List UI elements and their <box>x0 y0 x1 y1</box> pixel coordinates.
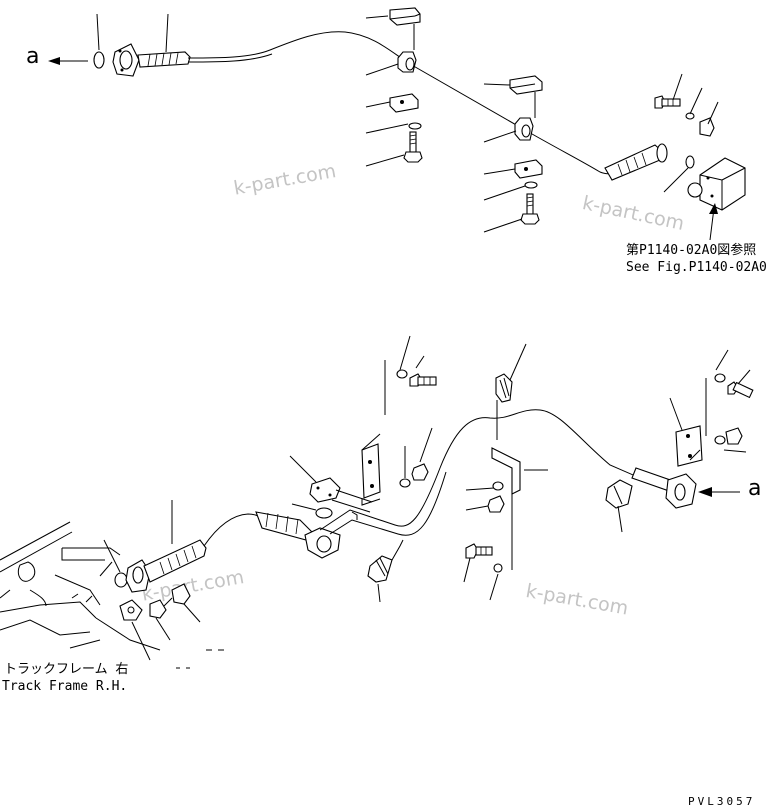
o-ring-mid <box>315 507 333 519</box>
clip-bottom-left <box>367 539 404 583</box>
hose-fitting-bottom-left <box>143 539 207 583</box>
track-frame-label-en: Track Frame R.H. <box>2 679 128 694</box>
bracket-left <box>361 360 386 506</box>
figure-note-en: See Fig.P1140-02A0 <box>626 260 767 275</box>
track-frame-label-jp: トラックフレーム 右 <box>4 662 129 677</box>
hose-fitting-bottom-mid <box>255 511 341 559</box>
clamp-top-1 <box>389 7 422 130</box>
clamp-top-2 <box>509 75 543 189</box>
leader-lines-bottom <box>103 335 751 669</box>
hose-fitting-right <box>604 143 668 181</box>
bottom-assembly <box>0 335 754 669</box>
bracket-middle <box>487 447 521 570</box>
hose-line-top <box>187 31 621 175</box>
ref-label-bottom: a <box>748 476 762 501</box>
valve-block <box>687 157 746 211</box>
flange-bottom <box>125 559 151 593</box>
leader-lines-top <box>96 13 719 233</box>
bolt-top-1 <box>403 131 423 163</box>
hose-fitting-left <box>137 51 191 68</box>
pipe-bottom <box>319 409 641 536</box>
document-code: PVL3057 <box>688 795 756 808</box>
o-ring-part <box>93 51 105 69</box>
top-assembly <box>48 7 746 241</box>
bolt-bottom-mid <box>465 543 503 573</box>
flange-bottom-mid <box>309 477 373 513</box>
bolt-top-2 <box>520 193 540 225</box>
ref-label-top: a <box>26 44 40 69</box>
o-ring-bottom <box>114 572 128 588</box>
track-frame-outline <box>0 521 161 651</box>
hose-line-bottom <box>203 513 263 547</box>
ref-arrow-top <box>48 57 88 65</box>
frame-fittings <box>119 583 191 621</box>
flange-part <box>112 43 140 77</box>
bracket-right <box>675 373 754 467</box>
clip-top-mid <box>495 373 513 440</box>
figure-note-jp: 第P1140-02A0図参照 <box>626 243 757 258</box>
bolt-top-right <box>654 95 715 169</box>
bolt-bracket-left <box>396 369 437 488</box>
ref-arrow-bottom <box>698 487 740 497</box>
fitting-bottom-right <box>605 467 697 509</box>
note-arrow <box>709 203 718 241</box>
